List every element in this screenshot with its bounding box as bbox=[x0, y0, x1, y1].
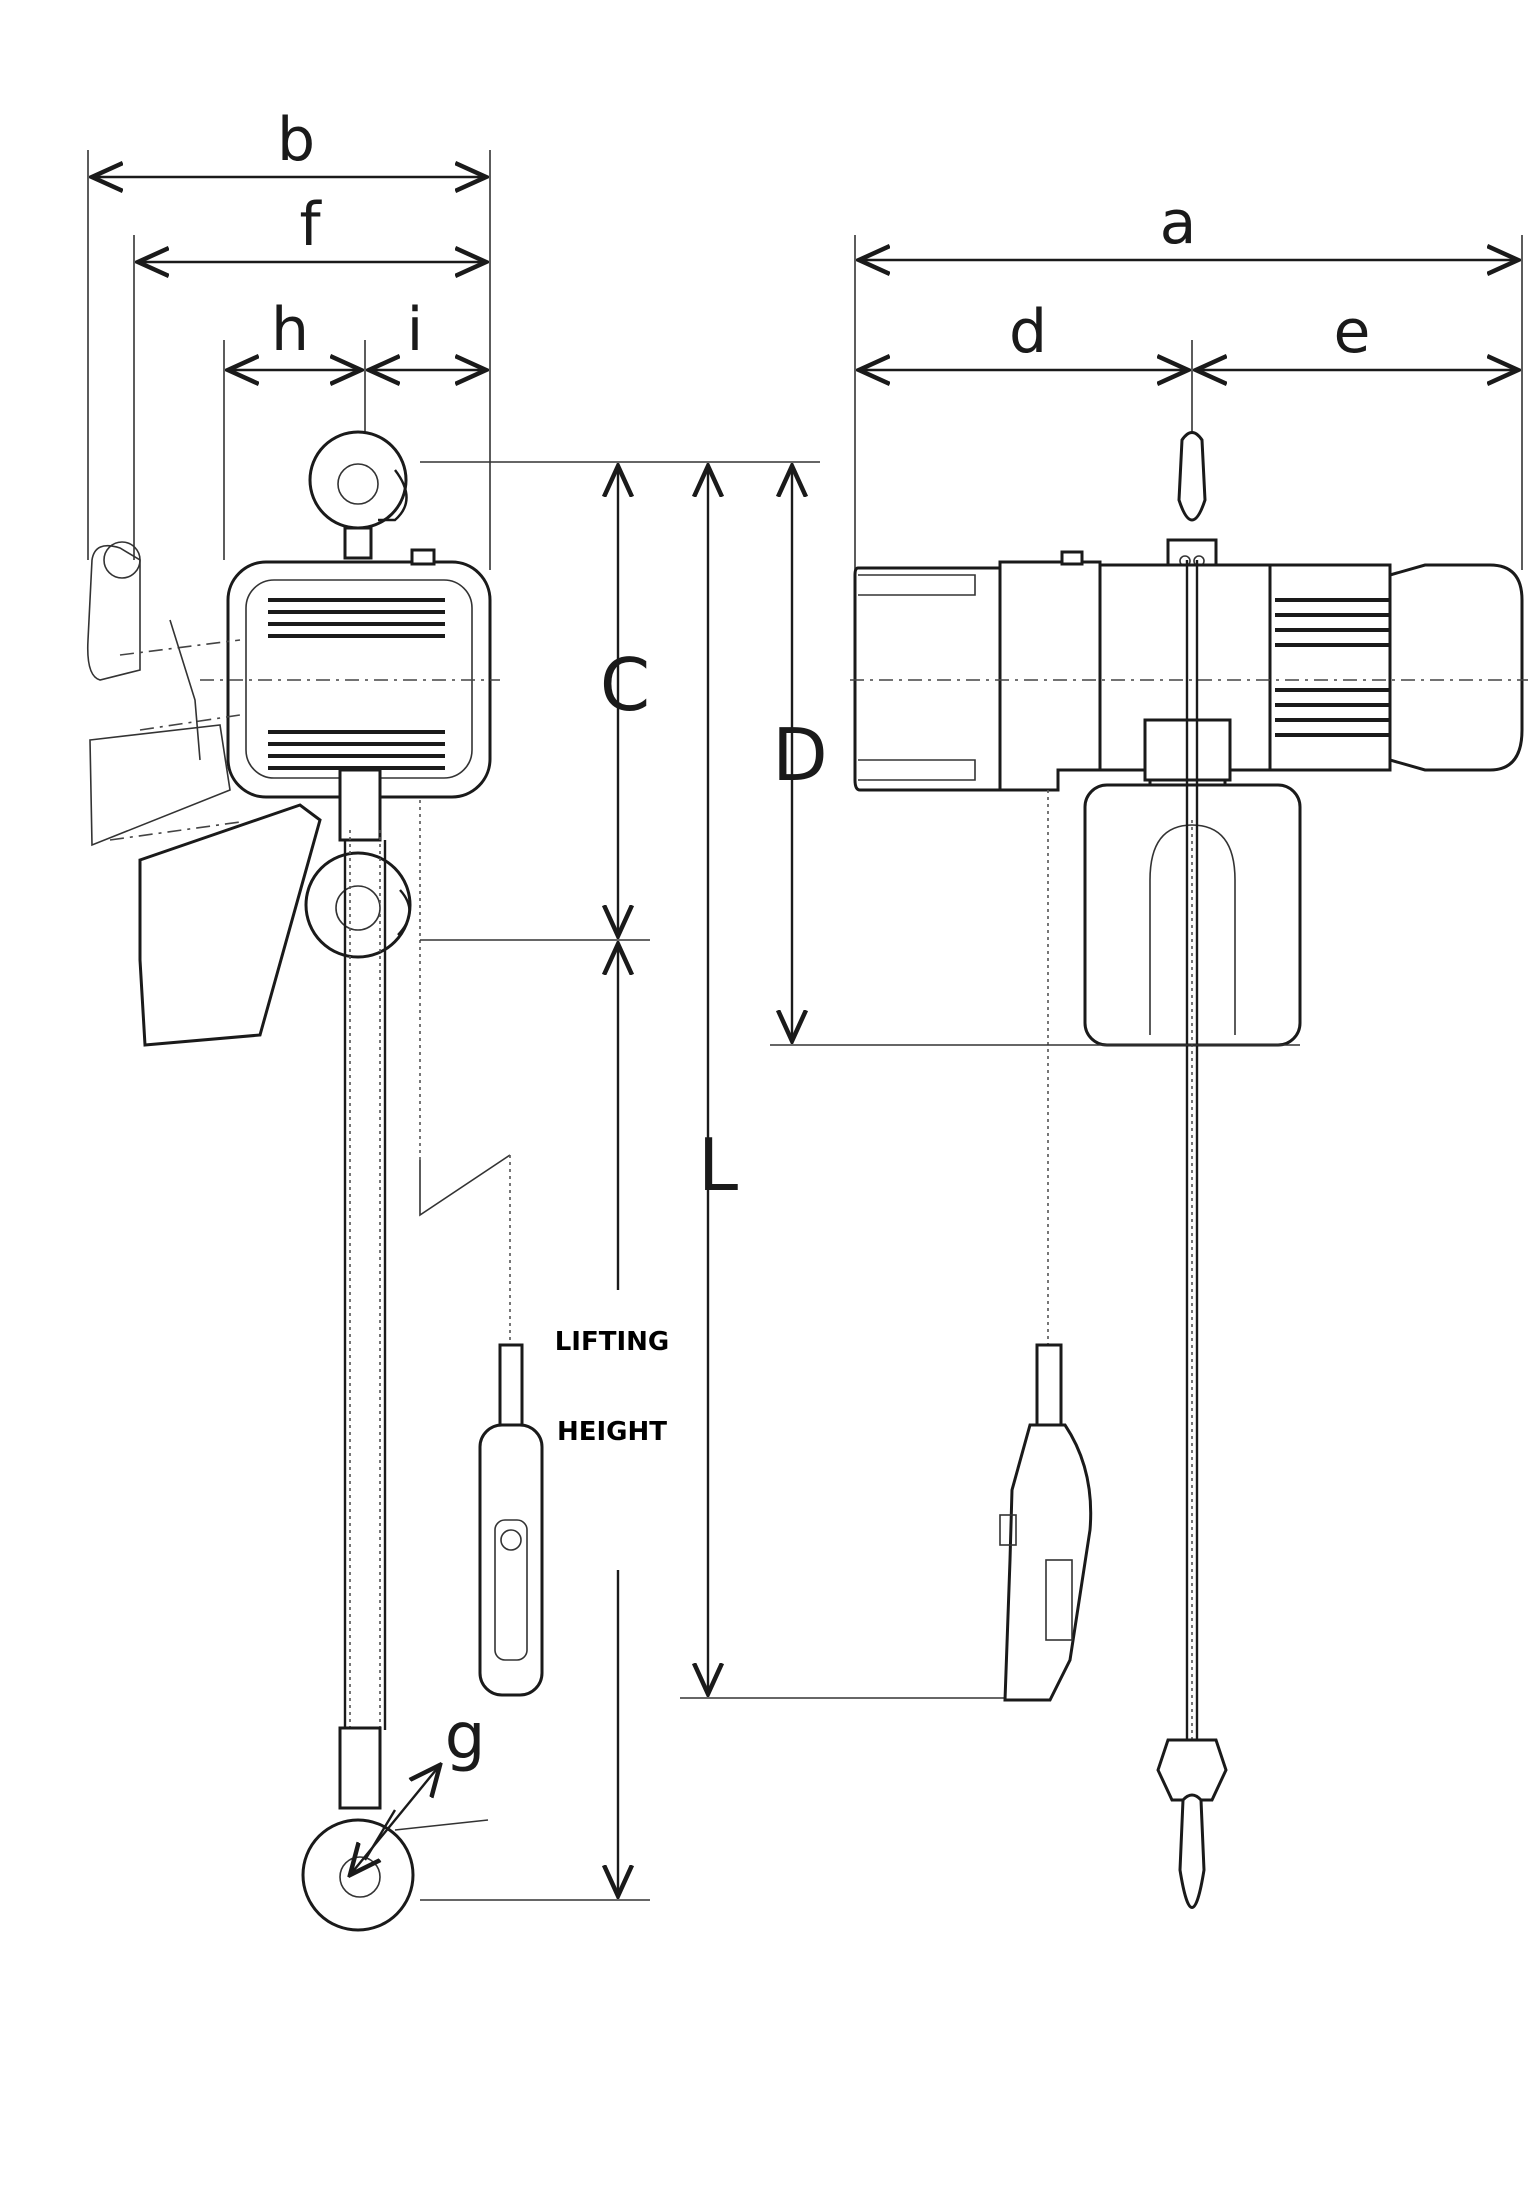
dimension-e: e bbox=[1196, 297, 1518, 370]
label-L: L bbox=[698, 1123, 738, 1207]
label-f: f bbox=[299, 190, 322, 260]
label-D: D bbox=[772, 713, 827, 797]
dimension-lifting-height: LIFTING HEIGHT bbox=[420, 944, 670, 1901]
height-label: HEIGHT bbox=[557, 1417, 667, 1447]
chain-bag-side bbox=[86, 541, 322, 1047]
dimension-g: g bbox=[350, 1700, 489, 1875]
hoist-body-side bbox=[200, 548, 500, 799]
label-b: b bbox=[277, 105, 315, 175]
front-view: a d e bbox=[770, 188, 1528, 1909]
side-view: b f h i bbox=[86, 105, 1035, 1932]
top-hook bbox=[308, 430, 408, 560]
dimension-d: d bbox=[859, 297, 1188, 370]
label-C: C bbox=[600, 643, 650, 727]
label-i: i bbox=[407, 295, 424, 365]
dimension-b: b bbox=[92, 105, 486, 177]
dimension-f: f bbox=[138, 190, 486, 262]
dimension-h: h bbox=[228, 295, 361, 370]
label-a: a bbox=[1160, 188, 1197, 258]
dimension-C: C bbox=[420, 461, 820, 941]
label-g: g bbox=[445, 1700, 486, 1774]
lifting-label: LIFTING bbox=[555, 1327, 670, 1357]
label-d: d bbox=[1009, 297, 1047, 367]
label-e: e bbox=[1334, 297, 1371, 367]
lower-hook-assembly bbox=[301, 768, 415, 1932]
dimension-i: i bbox=[369, 295, 486, 370]
pendant-front bbox=[999, 790, 1093, 1702]
dimension-L: L bbox=[680, 466, 1035, 1699]
dimension-a: a bbox=[859, 188, 1518, 260]
label-h: h bbox=[271, 295, 309, 365]
chain-front bbox=[1156, 560, 1228, 1909]
pendant-side bbox=[419, 800, 544, 1697]
top-hook-front bbox=[1166, 431, 1218, 584]
dimension-D: D bbox=[770, 466, 1300, 1046]
